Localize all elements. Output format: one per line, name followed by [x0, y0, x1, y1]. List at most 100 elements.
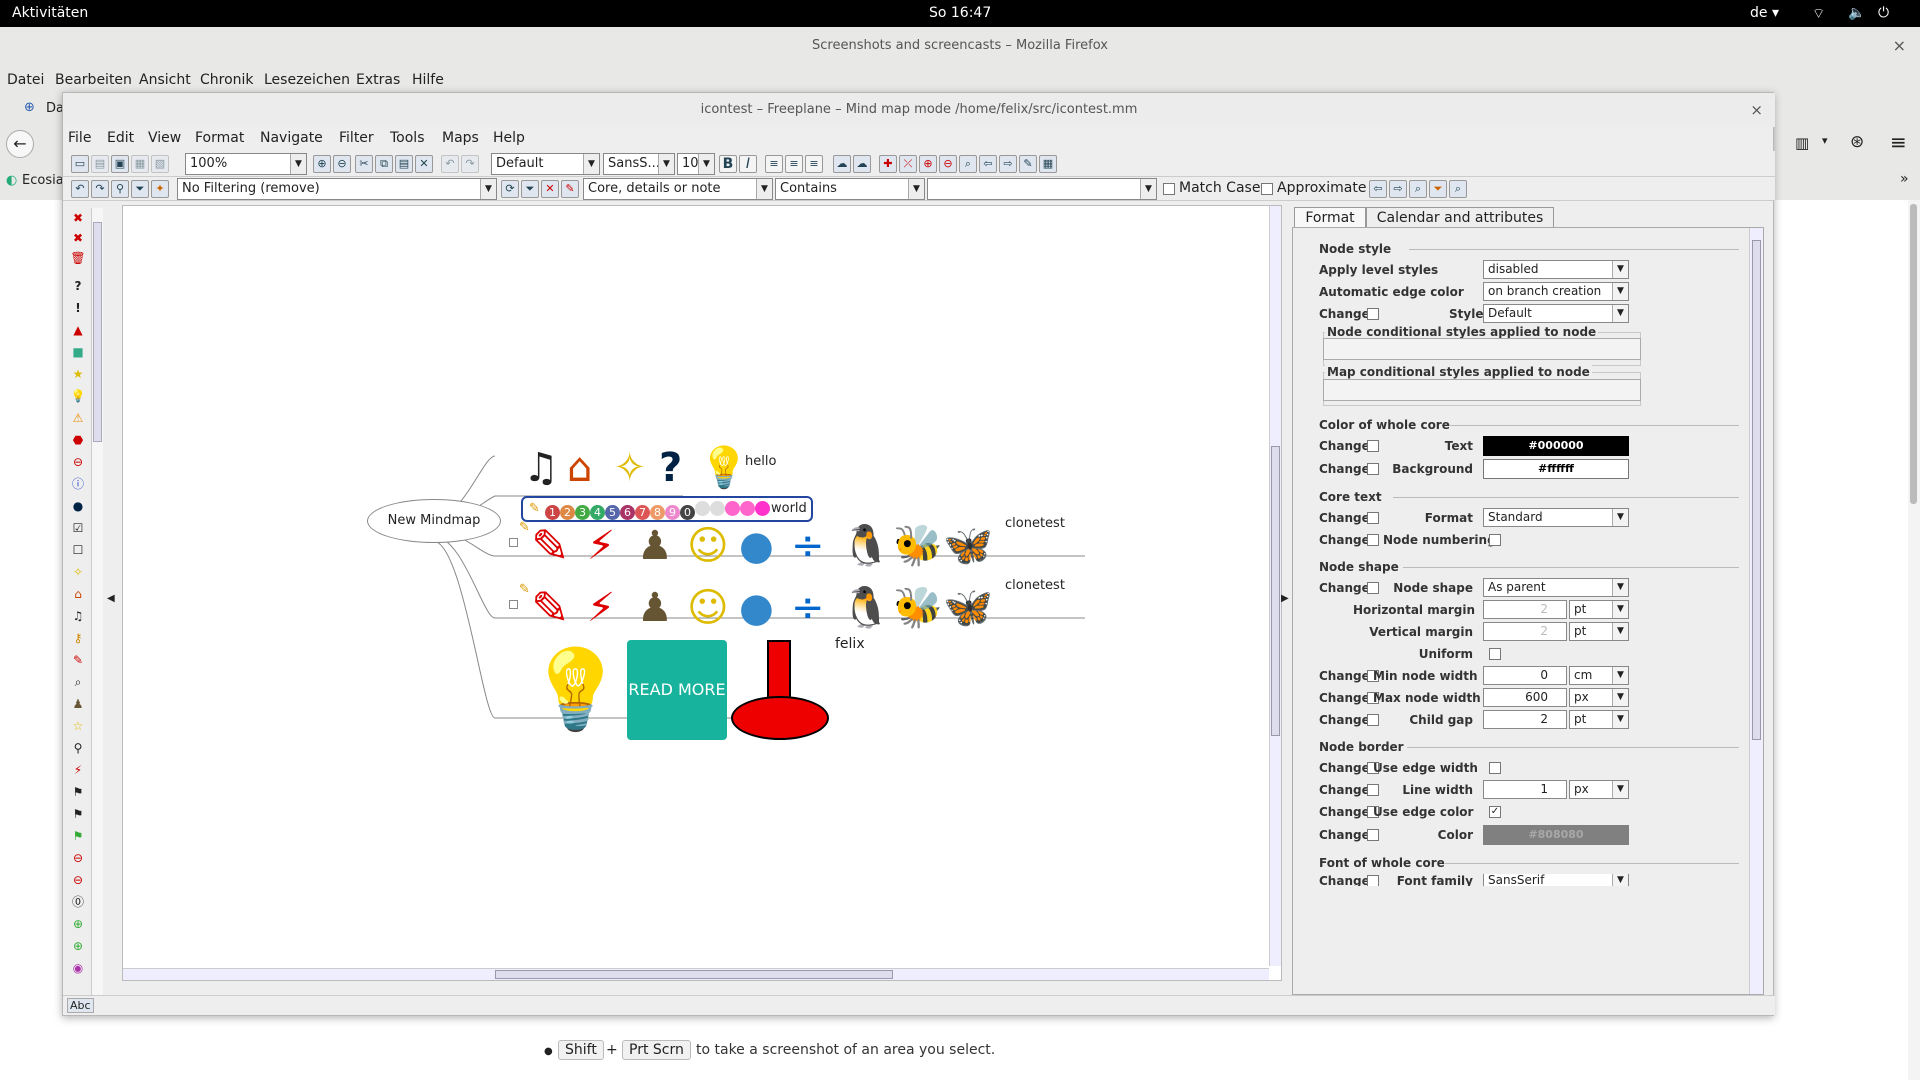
unchecked-icon[interactable]: ☐: [72, 543, 84, 557]
add-child-icon[interactable]: ⊕: [919, 155, 937, 173]
filter-operator-combo[interactable]: Contains▼: [775, 178, 925, 200]
clipboard-icon[interactable]: ▥: [1795, 134, 1810, 152]
align-center-icon[interactable]: ≡: [785, 155, 803, 173]
redo-filter-icon[interactable]: ↷: [91, 180, 109, 198]
favorite-icon[interactable]: ☆: [72, 719, 84, 733]
plus2-icon[interactable]: ⊕: [72, 939, 84, 953]
use-edge-width-checkbox[interactable]: [1489, 762, 1501, 774]
fp-menu-format[interactable]: Format: [195, 130, 245, 146]
remove-connector-icon[interactable]: ⤫: [899, 155, 917, 173]
node-hello[interactable]: ♫ ⌂ ✧ ? 💡 hello: [523, 446, 783, 496]
firefox-tab-label[interactable]: Da: [46, 101, 64, 116]
page-scrollbar-thumb[interactable]: [1910, 204, 1917, 504]
freeplane-close-icon[interactable]: ×: [1750, 101, 1763, 119]
change-format-checkbox[interactable]: [1367, 512, 1379, 524]
undo-icon[interactable]: ↶: [441, 155, 459, 173]
traffic-light2-icon[interactable]: ⚑: [72, 807, 84, 821]
zero-icon[interactable]: ⓪: [71, 895, 84, 909]
canvas-v-scrollbar[interactable]: [1269, 206, 1281, 966]
key-icon[interactable]: ⚷: [73, 631, 83, 645]
change-shape-checkbox[interactable]: [1367, 582, 1379, 594]
magnifier-icon[interactable]: ⌕: [74, 675, 82, 689]
bookmark-ecosia[interactable]: Ecosia: [22, 173, 64, 188]
save-as-icon[interactable]: ▦: [131, 155, 149, 173]
child-gap-input[interactable]: 2: [1483, 710, 1567, 729]
paste-icon[interactable]: ▤: [395, 155, 413, 173]
stamp2-icon[interactable]: ♟: [72, 697, 84, 711]
change-font-family-checkbox[interactable]: [1367, 875, 1379, 886]
match-case-checkbox[interactable]: [1163, 183, 1175, 195]
search-next-icon[interactable]: ⇨: [1389, 180, 1407, 198]
addon-icon[interactable]: ⊛: [1850, 132, 1865, 152]
horizontal-margin-unit[interactable]: pt▼: [1569, 600, 1629, 619]
info-icon[interactable]: ⓘ: [71, 477, 84, 491]
stamp-icon[interactable]: ▲: [73, 323, 83, 337]
vertical-margin-input[interactable]: 2: [1483, 622, 1567, 641]
use-edge-color-checkbox[interactable]: ✓: [1489, 806, 1501, 818]
clear-filter-icon[interactable]: ✕: [541, 180, 559, 198]
tab-calendar-attributes[interactable]: Calendar and attributes: [1366, 207, 1554, 227]
fp-menu-navigate[interactable]: Navigate: [260, 130, 323, 146]
search-all-icon[interactable]: ⌕: [1449, 180, 1467, 198]
warning-icon[interactable]: ⚠: [72, 411, 84, 425]
traffic-light3-icon[interactable]: ⚑: [72, 829, 84, 843]
hamburger-menu-icon[interactable]: ≡: [1890, 130, 1907, 154]
select-filter-icon[interactable]: ⚲: [111, 180, 129, 198]
fp-menu-filter[interactable]: Filter: [339, 130, 374, 146]
icon-sidebar-scrollbar-thumb[interactable]: [93, 222, 102, 442]
change-edge-color-checkbox[interactable]: [1367, 806, 1379, 818]
chevron-down-icon[interactable]: ▾: [1822, 134, 1828, 147]
node-felix[interactable]: 💡 READ MORE felix: [523, 636, 865, 740]
go-previous-icon[interactable]: ⇦: [979, 155, 997, 173]
min-width-input[interactable]: 0: [1483, 666, 1567, 685]
status-abc-icon[interactable]: Abc: [67, 998, 94, 1013]
fold-toggle[interactable]: [509, 538, 518, 547]
filter-value-combo[interactable]: ▼: [927, 178, 1157, 200]
collapse-right-icon[interactable]: ▶: [1281, 593, 1289, 604]
fp-menu-file[interactable]: File: [68, 130, 92, 146]
remove-last-icon[interactable]: ✖: [72, 231, 84, 245]
copy-icon[interactable]: ⧉: [375, 155, 393, 173]
open-icon[interactable]: ▤: [91, 155, 109, 173]
search-icon[interactable]: ⌕: [1409, 180, 1427, 198]
fp-menu-edit[interactable]: Edit: [107, 130, 135, 146]
find-icon[interactable]: ⌕: [959, 155, 977, 173]
auto-edge-color-select[interactable]: on branch creation▼: [1483, 282, 1629, 301]
ff-menu-extras[interactable]: Extras: [356, 72, 401, 88]
filter-compose-icon[interactable]: ⏷: [521, 180, 539, 198]
style-select[interactable]: Default▼: [1483, 304, 1629, 323]
align-right-icon[interactable]: ≡: [805, 155, 823, 173]
apply-level-styles-select[interactable]: disabled▼: [1483, 260, 1629, 279]
tab-format[interactable]: Format: [1294, 207, 1366, 227]
clock[interactable]: So 16:47: [929, 5, 992, 21]
apply-filter-icon[interactable]: ⟳: [501, 180, 519, 198]
filter-combo[interactable]: No Filtering (remove)▼: [177, 178, 497, 200]
format-panel-scrollbar-thumb[interactable]: [1752, 240, 1761, 740]
border-color-swatch[interactable]: #808080: [1483, 825, 1629, 845]
calendar-icon[interactable]: ▦: [1039, 155, 1057, 173]
save-icon[interactable]: ▣: [111, 155, 129, 173]
zoom-in-icon[interactable]: ⊕: [313, 155, 331, 173]
new-map-icon[interactable]: ▭: [71, 155, 89, 173]
change-min-width-checkbox[interactable]: [1367, 670, 1379, 682]
ff-menu-datei[interactable]: Datei: [7, 72, 45, 88]
undo-filter-icon[interactable]: ↶: [71, 180, 89, 198]
format-panel-scrollbar[interactable]: [1749, 228, 1763, 994]
uniform-checkbox[interactable]: [1489, 648, 1501, 660]
node-numbering-checkbox[interactable]: [1489, 534, 1501, 546]
ff-menu-bearbeiten[interactable]: Bearbeiten: [55, 72, 132, 88]
cloud-icon[interactable]: ☁: [833, 155, 851, 173]
change-edge-width-checkbox[interactable]: [1367, 762, 1379, 774]
map-conditional-styles-list[interactable]: [1323, 379, 1641, 401]
wizard-icon[interactable]: ✧: [72, 565, 84, 579]
collapse-left-icon[interactable]: ◀: [107, 593, 115, 604]
change-numbering-checkbox[interactable]: [1367, 534, 1379, 546]
node-conditional-styles-list[interactable]: [1323, 338, 1641, 360]
italic-button[interactable]: I: [739, 155, 757, 173]
change-max-width-checkbox[interactable]: [1367, 692, 1379, 704]
remove-node-icon[interactable]: ⊖: [939, 155, 957, 173]
filter-funnel-icon[interactable]: ⏷: [1429, 180, 1447, 198]
icon-sidebar-scrollbar[interactable]: [91, 208, 103, 998]
change-border-color-checkbox[interactable]: [1367, 829, 1379, 841]
